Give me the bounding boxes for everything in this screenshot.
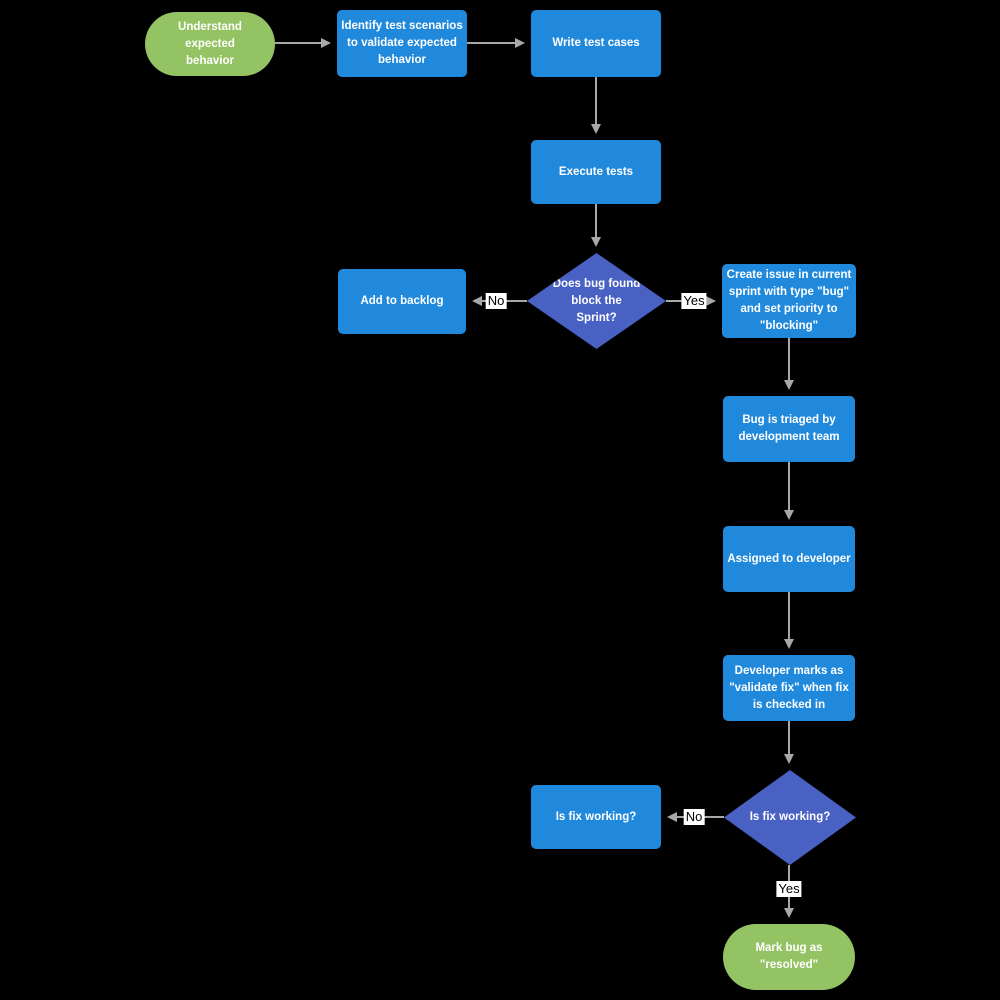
node-label: Execute tests	[558, 165, 634, 178]
edge-label-no-bug-blocks: No	[485, 293, 507, 309]
node-understand-expected-behavior: Understand expected behavior	[145, 12, 275, 76]
node-is-fix-working-process: Is fix working?	[531, 785, 661, 849]
node-label: Write test cases	[552, 37, 640, 49]
node-add-to-backlog: Add to backlog	[338, 269, 466, 334]
node-label: Is fix working?	[749, 811, 831, 823]
node-label: Bug is triaged by development team	[738, 414, 840, 443]
node-is-fix-working-decision: Is fix working?	[724, 770, 856, 865]
edge-label-yes-bug-blocks: Yes	[681, 293, 707, 309]
node-mark-bug-resolved: Mark bug as "resolved"	[723, 924, 855, 990]
node-create-issue-current-sprint: Create issue in current sprint with type…	[722, 264, 856, 338]
node-label: Understand expected behavior	[178, 20, 242, 67]
node-label: Is fix working?	[555, 810, 637, 823]
node-label: Identify test scenarios to validate expe…	[341, 20, 463, 66]
node-identify-test-scenarios: Identify test scenarios to validate expe…	[337, 10, 467, 77]
node-label: Developer marks as "validate fix" when f…	[729, 664, 849, 711]
edge-label-no-fix-working: No	[683, 809, 705, 825]
node-execute-tests: Execute tests	[531, 140, 661, 204]
node-label: Assigned to developer	[727, 552, 851, 565]
node-developer-marks-validate-fix: Developer marks as "validate fix" when f…	[723, 655, 855, 721]
node-label: Add to backlog	[360, 295, 444, 307]
node-label: Does bug found block the Sprint?	[552, 277, 641, 324]
node-bug-triaged-by-dev-team: Bug is triaged by development team	[723, 396, 855, 462]
node-assigned-to-developer: Assigned to developer	[723, 526, 855, 592]
node-label: Create issue in current sprint with type…	[726, 269, 852, 332]
edge-label-yes-fix-working: Yes	[776, 881, 802, 897]
node-write-test-cases: Write test cases	[531, 10, 661, 77]
node-does-bug-block-sprint-decision: Does bug found block the Sprint?	[527, 253, 666, 349]
node-label: Mark bug as "resolved"	[755, 942, 823, 971]
